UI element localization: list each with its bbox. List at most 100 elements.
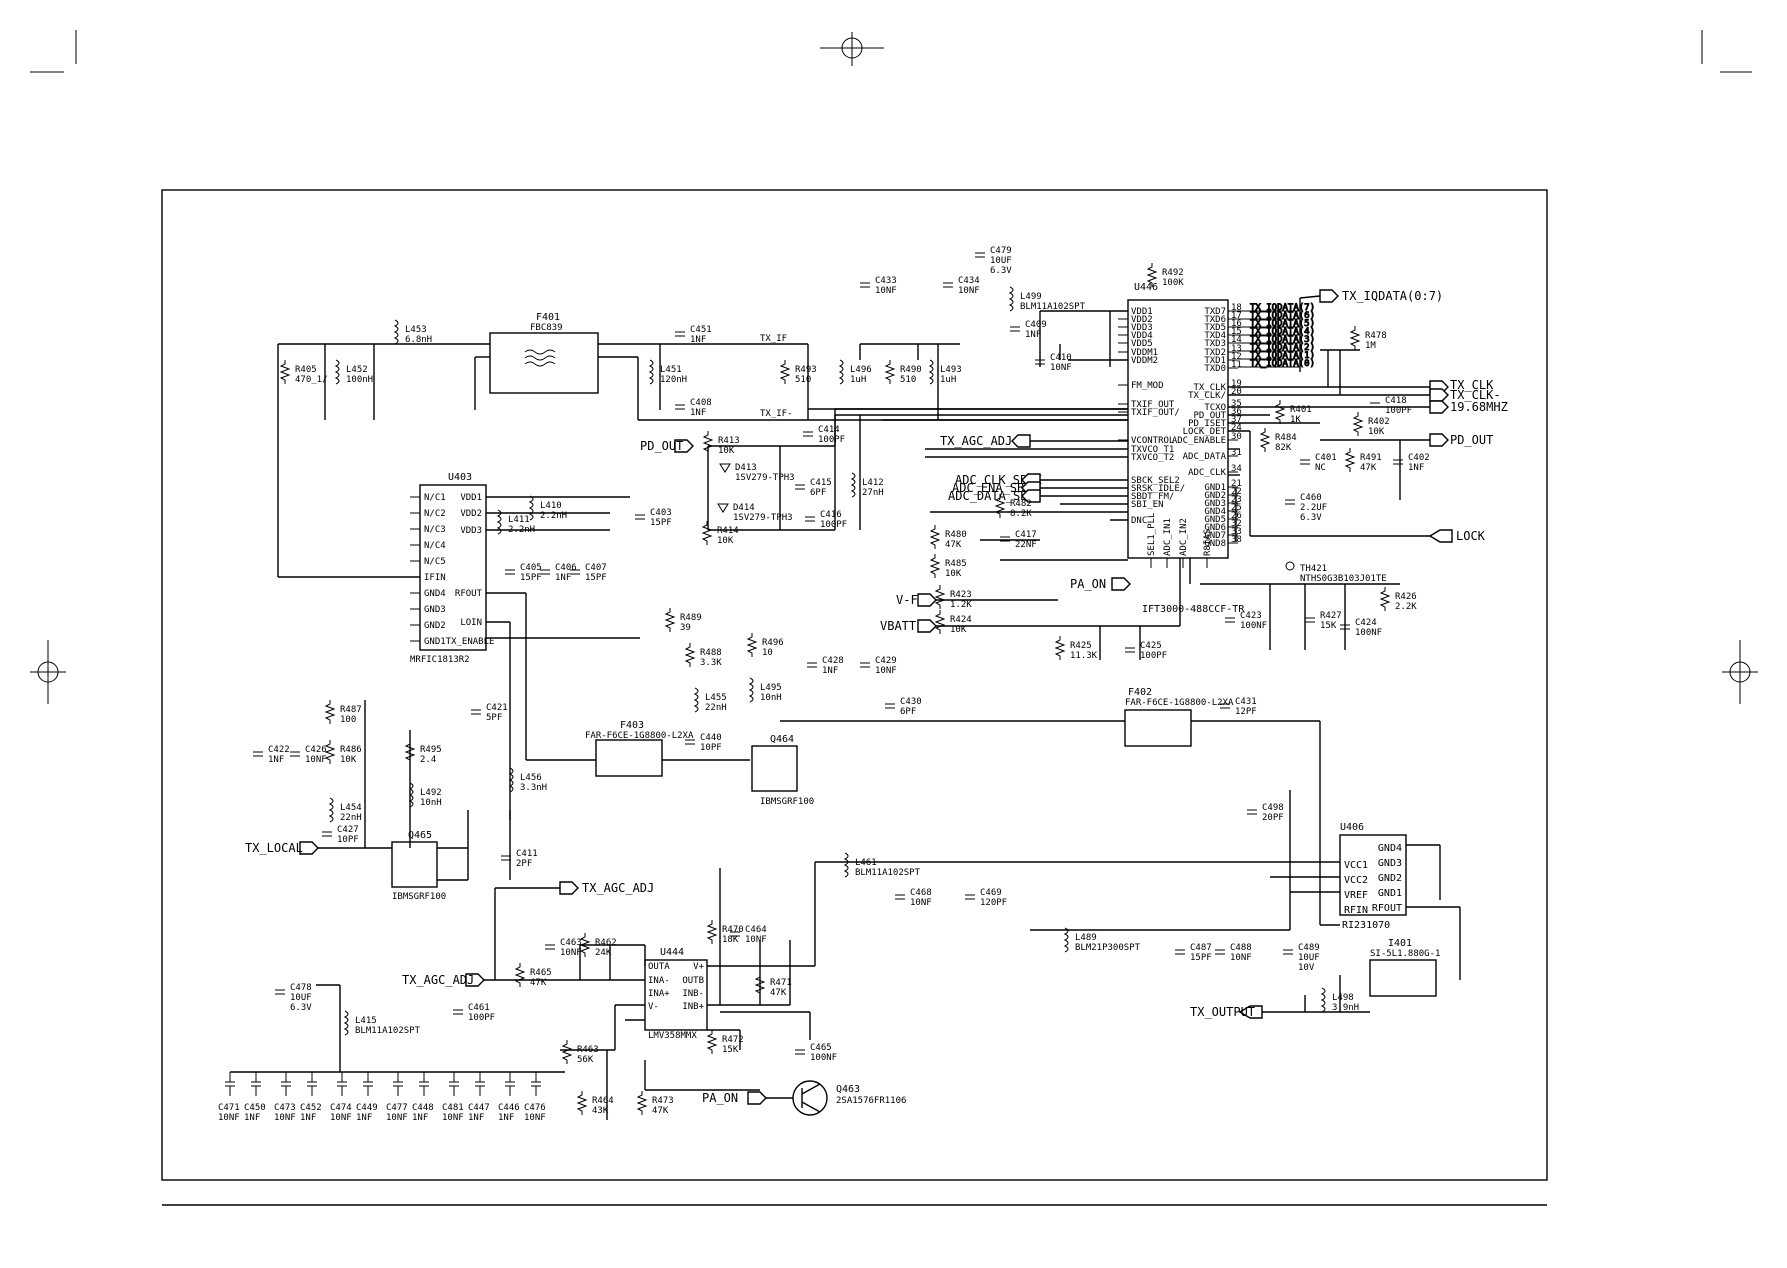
inductor-symbol <box>1008 286 1014 312</box>
svg-text:C407: C407 <box>585 563 607 573</box>
bus-label: TX_IQDATA(3) <box>1250 335 1315 345</box>
port-pa-on-bottom: PA_ON <box>702 1091 793 1105</box>
svg-text:R486: R486 <box>340 745 362 755</box>
u403-pin: GND3 <box>424 605 446 615</box>
u406-ref: U406 <box>1340 822 1364 833</box>
svg-text:C414: C414 <box>818 425 840 435</box>
u446-pin-sel1pll: SEL1_PLL <box>1147 513 1157 556</box>
resistor-symbol <box>702 431 714 455</box>
svg-text:1NF: 1NF <box>822 666 838 676</box>
svg-text:1SV279-TPH3: 1SV279-TPH3 <box>733 513 793 523</box>
svg-text:15K: 15K <box>722 1045 739 1055</box>
u446-pin-adcin2: ADC_IN2 <box>1179 518 1189 556</box>
svg-text:10nH: 10nH <box>420 798 442 808</box>
resistor-symbol <box>1146 263 1158 287</box>
svg-text:C468: C468 <box>910 888 932 898</box>
svg-text:6PF: 6PF <box>900 707 916 717</box>
svg-text:L455: L455 <box>705 693 727 703</box>
resistor-symbol <box>579 933 591 957</box>
svg-text:10K: 10K <box>1368 427 1385 437</box>
svg-text:2.2nH: 2.2nH <box>540 511 567 521</box>
port-lock: LOCK <box>1428 529 1486 543</box>
u446-pin-sbcksel2: SBCK_SEL2 <box>1131 476 1180 486</box>
u406-pin: VCC2 <box>1344 875 1368 886</box>
svg-text:6.3V: 6.3V <box>1300 513 1322 523</box>
svg-text:2.2nH: 2.2nH <box>508 525 535 535</box>
u406-pin: GND1 <box>1378 888 1402 899</box>
svg-text:R478: R478 <box>1365 331 1387 341</box>
svg-text:43K: 43K <box>592 1106 609 1116</box>
u446-pin-number: 11 <box>1231 360 1242 370</box>
net-vbatt: VBATT <box>880 619 916 633</box>
rf-chain-wiring <box>526 720 1340 926</box>
u444-part: LMV358MMX <box>648 1031 697 1041</box>
svg-text:1NF: 1NF <box>690 335 706 345</box>
u444-wiring <box>478 862 816 1120</box>
u444-pin: OUTA <box>648 962 670 972</box>
u446-pin-pdiset: PD_ISET <box>1188 419 1227 429</box>
u406-pin: GND3 <box>1378 858 1402 869</box>
svg-text:R401: R401 <box>1290 405 1312 415</box>
u446-pin-number: 21 <box>1231 479 1242 489</box>
u446-left-nets <box>835 310 1128 521</box>
pd-out-loop <box>707 409 861 531</box>
f402-part: FAR-F6CE-1G8800-L2XA <box>1125 698 1234 708</box>
svg-text:100PF: 100PF <box>1385 406 1412 416</box>
svg-text:L496: L496 <box>850 365 872 375</box>
svg-text:BLM11A102SPT: BLM11A102SPT <box>855 868 921 878</box>
u446-pin-txd3: TXD3 <box>1204 339 1226 349</box>
svg-text:10NF: 10NF <box>560 948 582 958</box>
svg-text:47K: 47K <box>652 1106 669 1116</box>
u444-pin: OUTB <box>682 976 704 986</box>
svg-text:1NF: 1NF <box>300 1113 316 1123</box>
u446-pin-r8ias: R8IAS <box>1203 529 1213 556</box>
svg-text:10NF: 10NF <box>274 1113 296 1123</box>
svg-text:10NF: 10NF <box>1230 953 1252 963</box>
resistor-symbol <box>701 521 713 545</box>
svg-text:R489: R489 <box>680 613 702 623</box>
u403-part: MRFIC1813R2 <box>410 655 470 665</box>
svg-text:1NF: 1NF <box>412 1113 428 1123</box>
svg-text:C469: C469 <box>980 888 1002 898</box>
u444-ref: U444 <box>660 947 684 958</box>
svg-text:1NF: 1NF <box>1025 330 1041 340</box>
net-pa-on-top: PA_ON <box>1070 577 1106 591</box>
svg-text:C410: C410 <box>1050 353 1072 363</box>
net-tcxo: 19.68MHZ <box>1450 400 1508 414</box>
thermistor-symbol <box>1285 561 1295 571</box>
u446-pin-gnd3: GND3 <box>1204 499 1226 509</box>
svg-text:2.4: 2.4 <box>420 755 436 765</box>
u446-pin-number: 20 <box>1231 387 1242 397</box>
component-labels: L4536.8nHR405470_1/L452100nHC4511NFC4081… <box>268 246 1430 1116</box>
svg-text:47K: 47K <box>770 988 787 998</box>
svg-text:R473: R473 <box>652 1096 674 1106</box>
u446-pin-gnd6: GND6 <box>1204 523 1226 533</box>
inductor-symbol <box>528 495 534 521</box>
u403-pin: N/C2 <box>424 509 446 519</box>
svg-text:C488: C488 <box>1230 943 1252 953</box>
inductor-symbol <box>393 319 399 345</box>
port-adc-lines: ADC_CLK_SBCK ADC_ENA_SBST ADC_DATA_SBDI <box>948 473 1042 503</box>
u446-pin-txd5: TXD5 <box>1204 323 1226 333</box>
net-vf: V-F <box>896 593 918 607</box>
net-pd-out-right: PD_OUT <box>1450 433 1493 447</box>
svg-text:10NF: 10NF <box>330 1113 352 1123</box>
inductor-symbol <box>408 782 414 808</box>
u446-pin-number: 18 <box>1231 303 1242 313</box>
